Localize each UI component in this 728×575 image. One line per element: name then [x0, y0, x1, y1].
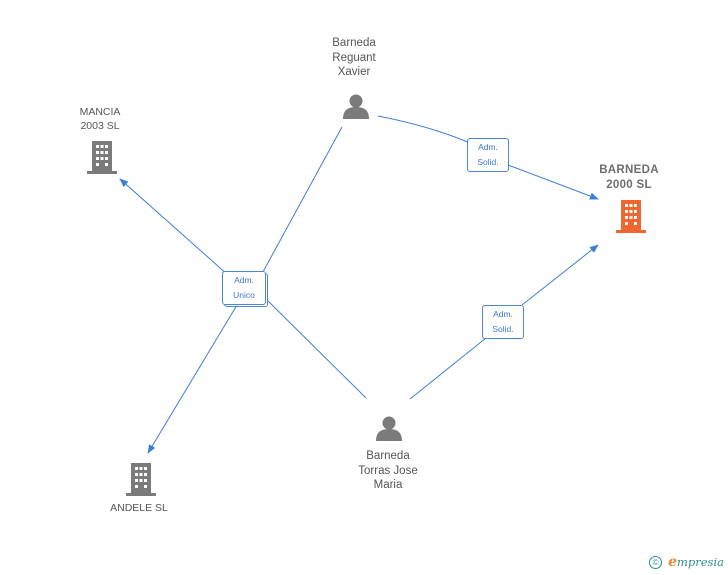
- edge-unico-mancia: [119, 178, 229, 276]
- edge-solid-barneda2000-b: [521, 244, 599, 306]
- relation-label-adm-unico[interactable]: Adm. Unico: [222, 271, 266, 305]
- relation-label-adm-solid-top[interactable]: Adm. Solid.: [467, 138, 509, 172]
- empresia-watermark: © empresia: [649, 554, 724, 570]
- building-icon: [126, 463, 156, 496]
- edge-reguant-unico: [257, 126, 343, 282]
- brand-logo: empresia: [668, 554, 724, 570]
- person-icon: [343, 94, 369, 119]
- company-label-mancia[interactable]: MANCIA 2003 SL: [79, 106, 121, 132]
- building-icon: [616, 200, 646, 233]
- edge-torras-solid: [409, 337, 487, 400]
- building-icon: [87, 141, 117, 174]
- relation-label-adm-solid-bottom[interactable]: Adm. Solid.: [482, 305, 524, 339]
- person-icon: [376, 416, 402, 441]
- company-label-barneda-2000[interactable]: BARNEDA 2000 SL: [599, 164, 659, 191]
- copyright-icon: ©: [649, 555, 663, 569]
- edge-unico-andele: [147, 304, 238, 454]
- company-label-andele[interactable]: ANDELE SL: [110, 502, 168, 514]
- person-label-torras[interactable]: Barneda Torras Jose Maria: [358, 450, 418, 491]
- edge-solid-barneda2000: [507, 164, 599, 200]
- edge-reguant-solid: [377, 115, 471, 144]
- person-label-reguant[interactable]: Barneda Reguant Xavier: [332, 37, 376, 78]
- edge-torras-unico: [263, 296, 367, 399]
